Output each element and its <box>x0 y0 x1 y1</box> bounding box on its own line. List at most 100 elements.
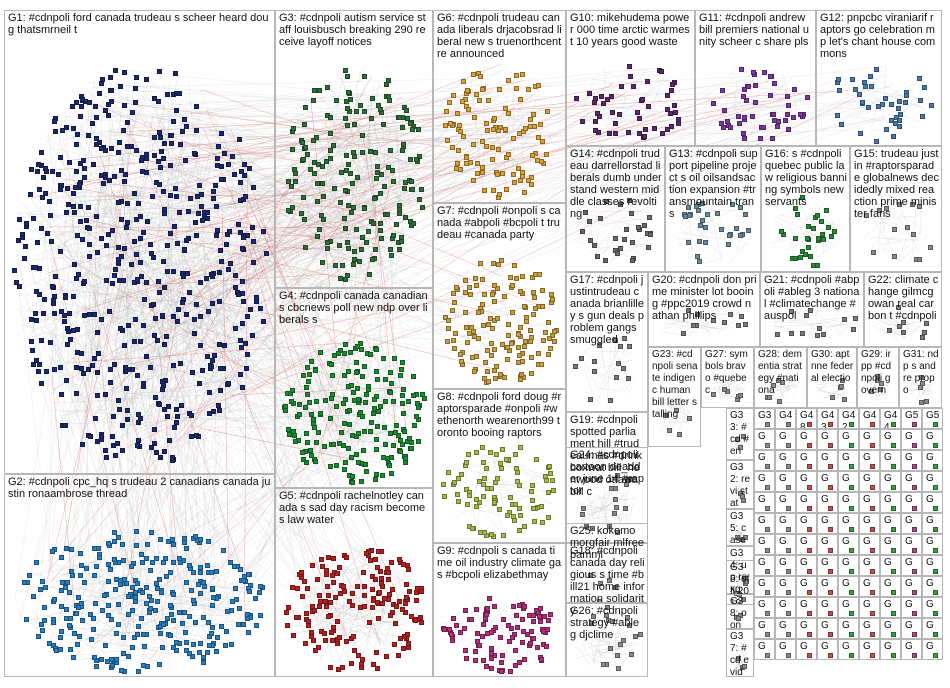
graph-node <box>382 184 388 190</box>
graph-node <box>388 369 394 375</box>
graph-node <box>216 403 222 409</box>
graph-edge <box>118 217 208 433</box>
graph-edge <box>148 148 184 262</box>
graph-node <box>308 358 314 364</box>
graph-node <box>348 170 354 176</box>
graph-node <box>237 180 243 186</box>
graph-node <box>51 119 57 125</box>
graph-node <box>92 654 98 660</box>
graph-node <box>362 592 368 598</box>
graph-node <box>476 97 482 103</box>
graph-node <box>317 593 323 599</box>
graph-node <box>807 506 812 511</box>
graph-node <box>916 76 922 82</box>
graph-node <box>493 479 499 485</box>
group-box-g2: G2: #cdnpoli cpc_hq s trudeau 2 canadian… <box>4 474 275 677</box>
graph-node <box>108 75 114 81</box>
small-group-label: G <box>779 641 787 652</box>
graph-node <box>341 372 347 378</box>
graph-node <box>903 93 909 99</box>
graph-node <box>294 585 300 591</box>
graph-node <box>45 230 51 236</box>
small-group-box: G <box>838 639 859 660</box>
graph-edge <box>126 550 222 606</box>
graph-node <box>196 650 202 656</box>
graph-node <box>396 599 402 605</box>
graph-node <box>84 565 90 571</box>
graph-node <box>849 506 854 511</box>
graph-node <box>39 338 45 344</box>
graph-node <box>116 139 122 145</box>
graph-node <box>309 562 315 568</box>
graph-edge <box>18 608 22 620</box>
graph-node <box>397 246 403 252</box>
graph-node <box>87 611 93 617</box>
graph-node <box>344 168 350 174</box>
graph-node <box>592 128 598 134</box>
graph-node <box>108 567 114 572</box>
graph-node <box>190 370 195 376</box>
graph-node <box>622 237 628 243</box>
graph-edge <box>87 115 134 373</box>
graph-node <box>765 464 770 469</box>
graph-node <box>489 326 495 332</box>
graph-node <box>91 311 97 317</box>
graph-node <box>891 253 897 259</box>
graph-node <box>765 422 770 427</box>
graph-node <box>141 631 147 637</box>
graph-edge <box>393 369 397 455</box>
graph-node <box>31 594 37 600</box>
graph-node <box>116 245 122 251</box>
graph-node <box>377 107 383 113</box>
graph-node <box>315 234 321 240</box>
graph-node <box>64 606 70 612</box>
graph-node <box>407 156 413 162</box>
graph-node <box>450 615 456 621</box>
graph-node <box>76 595 82 601</box>
graph-node <box>39 194 45 200</box>
graph-node <box>735 114 741 120</box>
graph-node <box>338 169 344 175</box>
small-group-box: G <box>838 450 859 471</box>
graph-edge <box>317 363 350 395</box>
small-group-box: G <box>838 555 859 576</box>
graph-edge <box>325 126 392 206</box>
graph-node <box>660 130 666 136</box>
graph-node <box>515 359 521 365</box>
graph-node <box>340 665 346 671</box>
small-group-box: G <box>817 492 838 513</box>
graph-node <box>334 571 340 577</box>
small-group-box: G <box>754 639 775 660</box>
graph-edge <box>143 166 220 215</box>
graph-node <box>540 337 546 343</box>
graph-edge <box>339 440 408 443</box>
graph-node <box>244 232 250 238</box>
graph-node <box>643 127 649 133</box>
graph-node <box>163 334 169 340</box>
graph-node <box>775 119 781 125</box>
graph-node <box>184 238 190 244</box>
graph-node <box>343 225 349 231</box>
graph-node <box>550 478 556 484</box>
graph-node <box>42 584 48 590</box>
graph-node <box>668 123 674 129</box>
group-label: G8: #cdnpoli ford doug #raptorsparade #o… <box>437 391 562 439</box>
graph-node <box>375 600 381 606</box>
graph-node <box>401 386 407 392</box>
small-group-box: G <box>922 492 943 513</box>
graph-node <box>160 387 166 392</box>
graph-node <box>476 309 482 315</box>
graph-edge <box>56 264 229 351</box>
graph-edge <box>142 216 210 393</box>
graph-node <box>330 556 336 562</box>
graph-node <box>160 312 166 318</box>
graph-node <box>849 590 854 595</box>
graph-node <box>221 151 227 157</box>
graph-edge <box>48 114 224 320</box>
graph-edge <box>385 104 404 242</box>
graph-node <box>136 201 142 207</box>
graph-node <box>201 584 207 590</box>
graph-node <box>93 141 99 147</box>
graph-node <box>933 422 938 427</box>
small-group-label: G <box>758 620 766 631</box>
